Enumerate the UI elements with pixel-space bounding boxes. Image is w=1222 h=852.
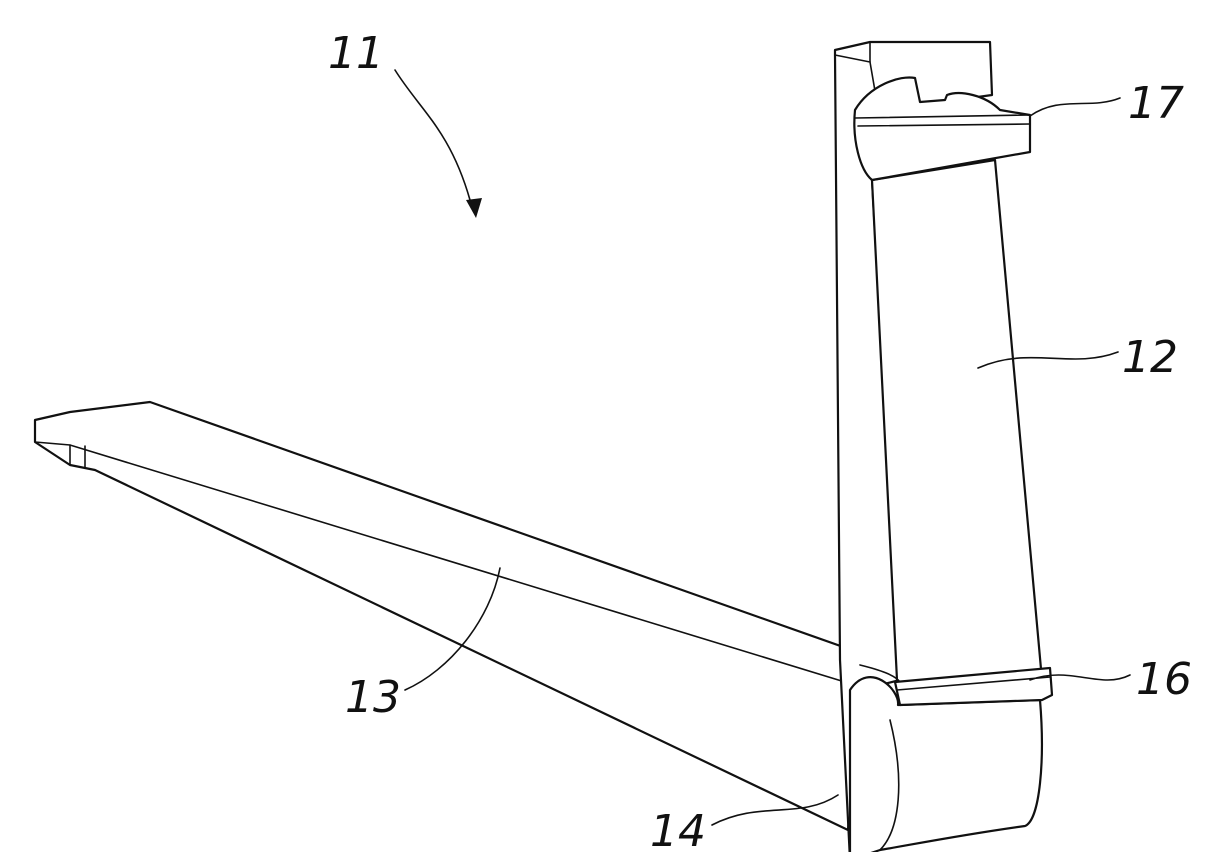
label-11: 11 bbox=[328, 28, 384, 79]
arrowhead-icon bbox=[466, 198, 482, 218]
label-14: 14 bbox=[650, 806, 706, 852]
label-17: 17 bbox=[1128, 78, 1184, 129]
leader-17 bbox=[1030, 98, 1120, 116]
label-16: 16 bbox=[1136, 654, 1192, 705]
label-12: 12 bbox=[1122, 332, 1178, 383]
fork-blade bbox=[35, 402, 866, 830]
arrow-11 bbox=[395, 70, 470, 200]
label-13: 13 bbox=[345, 672, 401, 723]
